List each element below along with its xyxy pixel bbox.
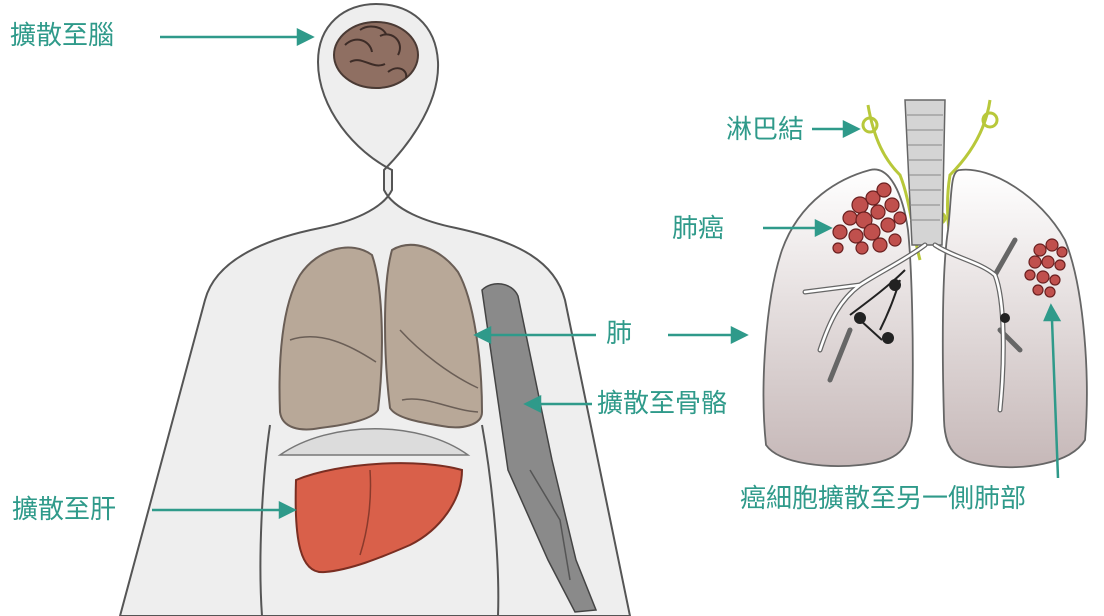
- label-lung: 肺: [606, 321, 632, 347]
- label-lymph-nodes: 淋巴結: [726, 117, 804, 143]
- trachea: [905, 100, 945, 245]
- label-brain: 擴散至腦: [10, 23, 114, 49]
- label-other-lung: 癌細胞擴散至另一側肺部: [740, 486, 1026, 512]
- brain: [334, 22, 418, 88]
- label-liver: 擴散至肝: [12, 497, 116, 523]
- diagram-right-lung: [764, 169, 913, 466]
- diagram-left-lung: [943, 170, 1087, 468]
- label-lung-cancer: 肺癌: [672, 216, 724, 242]
- label-bone: 擴散至骨骼: [597, 391, 727, 417]
